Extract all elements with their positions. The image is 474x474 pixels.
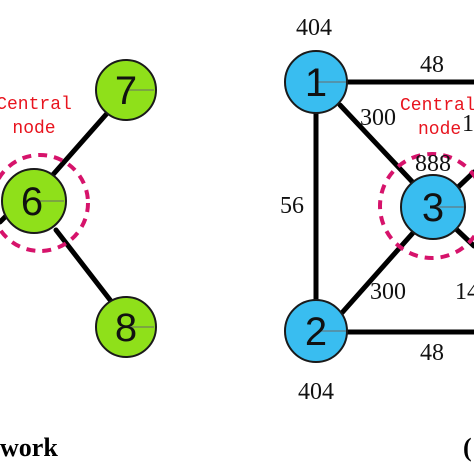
edge-3-right-down bbox=[452, 225, 474, 249]
weight-888: 888 bbox=[415, 151, 451, 177]
node-2: 2 bbox=[284, 299, 348, 363]
node-2-circle bbox=[284, 299, 348, 363]
node-6-label: 6 bbox=[21, 180, 43, 224]
node-6: 6 bbox=[1, 168, 67, 234]
weight-edge-2-3: 300 bbox=[370, 279, 406, 305]
weight-edge-1-3: 300 bbox=[360, 105, 396, 131]
central-node-label-left-line1: Central bbox=[0, 95, 72, 115]
central-node-label-left-line2: node bbox=[12, 119, 55, 139]
weight-edge-2-right: 48 bbox=[420, 340, 444, 366]
weight-edge-1-2: 56 bbox=[280, 193, 304, 219]
right-panel: 1 2 3 404 404 48 300 56 300 48 88 bbox=[280, 15, 474, 462]
left-panel-caption: work bbox=[0, 433, 58, 462]
central-node-ring-left bbox=[0, 153, 90, 253]
left-panel: 7 6 8 Central node work bbox=[0, 59, 157, 462]
node-3: 3 bbox=[400, 174, 466, 240]
central-node-ring-right bbox=[378, 152, 474, 260]
node-2-label: 2 bbox=[305, 310, 327, 354]
node-3-circle bbox=[400, 174, 466, 240]
node-1: 1 bbox=[284, 50, 348, 114]
node-7-label: 7 bbox=[115, 69, 137, 113]
edge-6-7 bbox=[47, 107, 113, 181]
node-1-circle bbox=[284, 50, 348, 114]
node-3-label: 3 bbox=[422, 186, 444, 230]
node-7-circle bbox=[95, 59, 157, 121]
node-1-label: 1 bbox=[305, 61, 327, 105]
node-2-value: 404 bbox=[298, 379, 334, 405]
weight-partial-bottom: 14 bbox=[455, 279, 474, 305]
edge-6-8 bbox=[53, 227, 117, 308]
edge-1-3 bbox=[337, 102, 423, 193]
node-7: 7 bbox=[95, 59, 157, 121]
node-6-circle bbox=[1, 168, 67, 234]
node-8: 8 bbox=[95, 296, 157, 358]
node-8-circle bbox=[95, 296, 157, 358]
right-panel-caption: ( bbox=[463, 433, 472, 462]
edge-2-3 bbox=[337, 222, 423, 318]
node-8-label: 8 bbox=[115, 306, 137, 350]
node-1-value: 404 bbox=[296, 15, 332, 41]
central-node-label-right-line1: Central bbox=[400, 96, 474, 116]
weight-partial-top: 1 bbox=[462, 111, 474, 137]
weight-edge-1-right: 48 bbox=[420, 52, 444, 78]
central-node-label-right-line2: node bbox=[418, 120, 461, 140]
